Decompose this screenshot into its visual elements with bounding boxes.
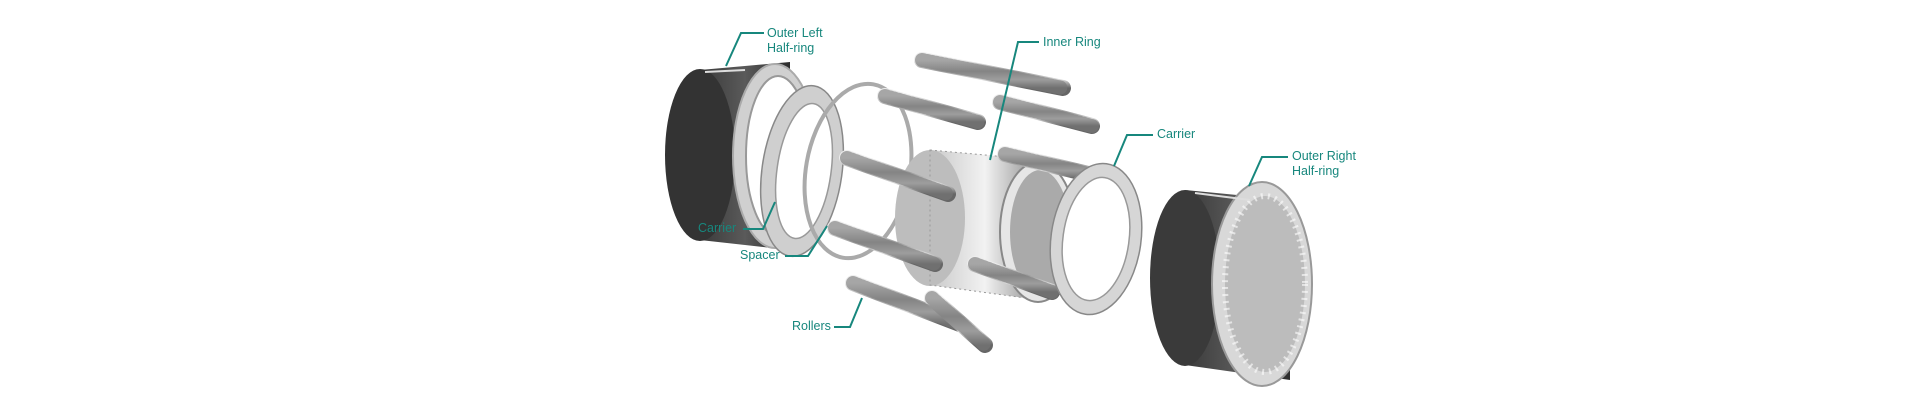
- leader-rollers: [834, 297, 863, 328]
- leader-outer-right: [1248, 156, 1288, 187]
- leader-outer-left: [725, 32, 764, 67]
- inner-ring: [895, 149, 1077, 303]
- leader-carrier-right: [1113, 134, 1153, 167]
- leader-carrier-left: [743, 201, 776, 230]
- label-carrier-left: Carrier: [698, 221, 737, 235]
- label-inner-ring: Inner Ring: [1043, 35, 1101, 49]
- label-outer-left-half-ring: Outer Left Half-ring: [767, 26, 823, 56]
- label-rollers: Rollers: [792, 319, 831, 333]
- leader-lines: [725, 32, 1288, 328]
- label-carrier-right: Carrier: [1157, 127, 1196, 141]
- label-line: Outer Right: [1292, 149, 1356, 163]
- label-spacer: Spacer: [740, 248, 780, 262]
- label-outer-right-half-ring: Outer Right Half-ring: [1292, 149, 1356, 179]
- carrier-right-disc: [1049, 162, 1143, 316]
- label-line: Half-ring: [767, 41, 815, 55]
- outer-right-half-ring: [1150, 181, 1313, 387]
- leader-spacer: [785, 225, 828, 257]
- label-line: Half-ring: [1292, 164, 1340, 178]
- leader-inner-ring: [989, 41, 1039, 161]
- label-line: Outer Left: [767, 26, 823, 40]
